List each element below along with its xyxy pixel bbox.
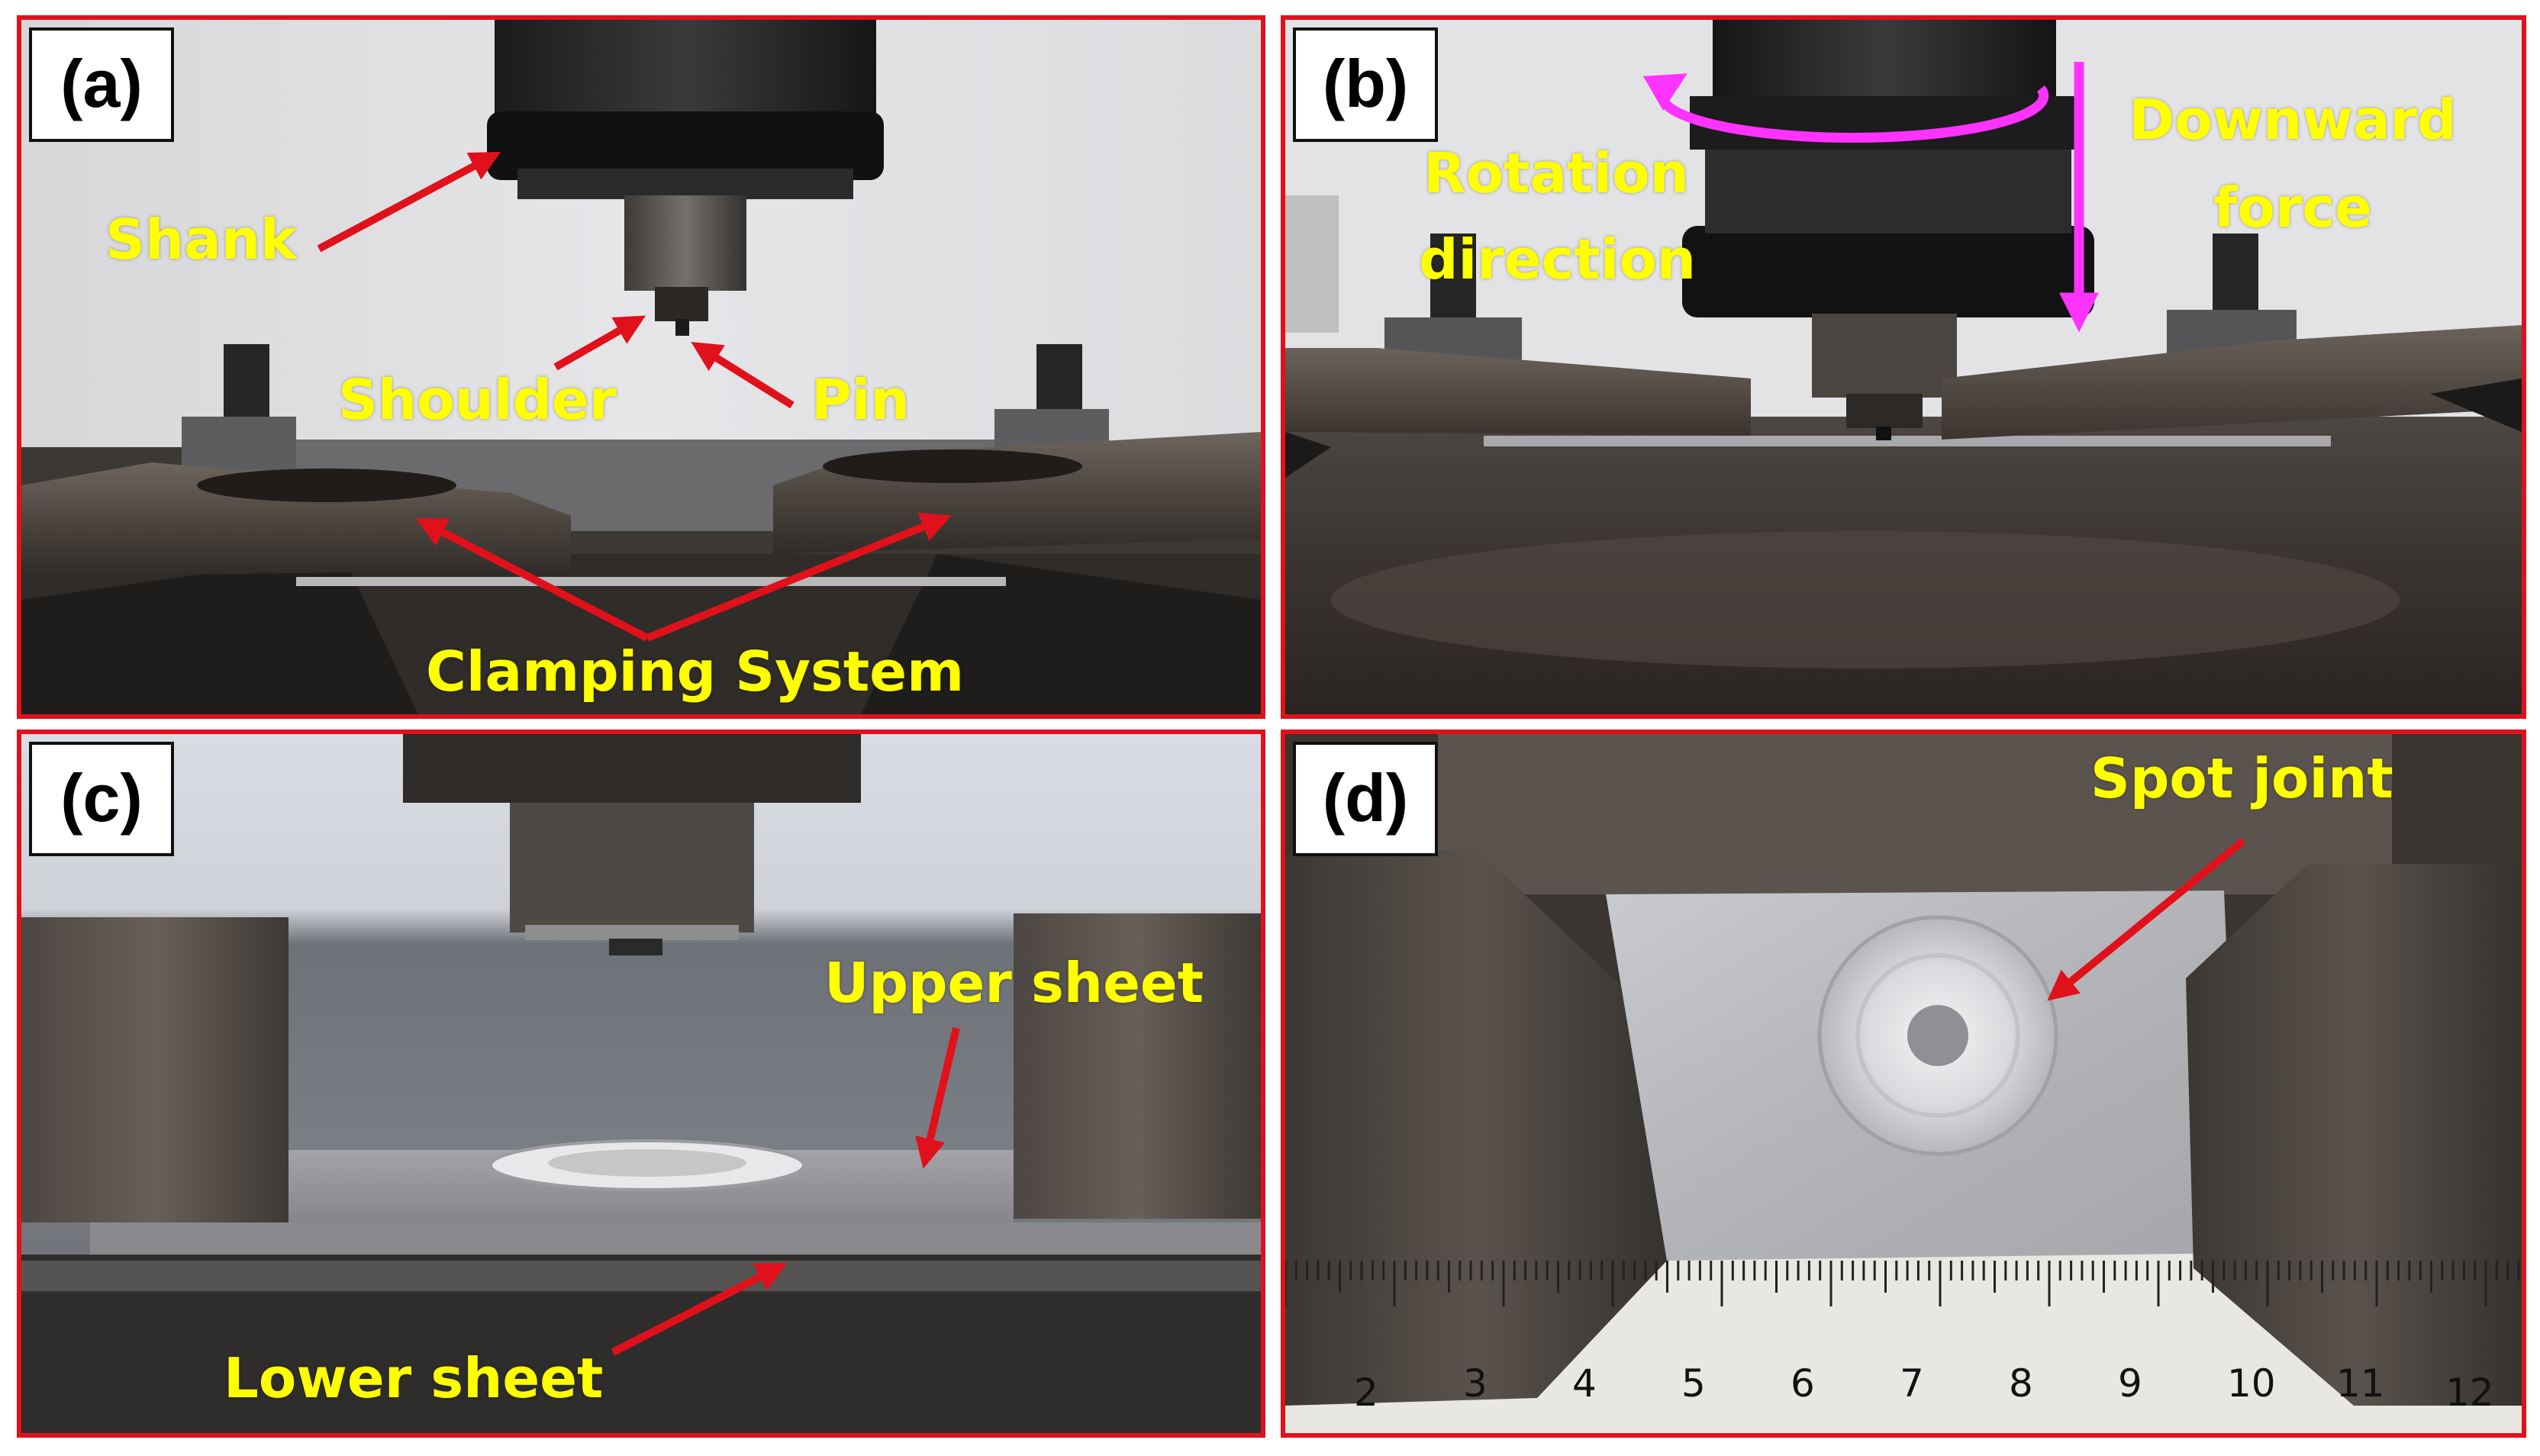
panel-b: (b) Rotation direction Downward force: [1281, 15, 2526, 719]
panel-d-tag: (d): [1293, 742, 1438, 856]
panel-c: (c) Upper sheet Lower sheet: [17, 730, 1265, 1438]
panel-c-tag: (c): [29, 742, 174, 856]
label-pin: Pin: [811, 368, 910, 432]
ruler-number: 8: [2009, 1361, 2033, 1406]
ruler-number: 12: [2445, 1371, 2494, 1415]
panel-d: (d) 2 3 4 5 6 7 8 9 10 11 12 Spot joint: [1281, 730, 2526, 1438]
ruler-number: 9: [2118, 1361, 2142, 1406]
photo-a: [21, 20, 1261, 714]
ruler-number: 7: [1900, 1361, 1924, 1406]
panel-b-tag: (b): [1293, 27, 1438, 142]
panel-a: (a) Shank Shoulder Pin Clamping System: [17, 15, 1265, 719]
label-lower-sheet: Lower sheet: [224, 1346, 604, 1410]
label-shank: Shank: [105, 208, 297, 272]
ruler-number: 11: [2336, 1361, 2385, 1406]
label-force: force: [2213, 176, 2372, 240]
label-spot-joint: Spot joint: [2090, 746, 2393, 810]
panel-a-tag: (a): [29, 27, 174, 142]
label-rotation: Rotation: [1423, 141, 1689, 205]
label-direction: direction: [1419, 227, 1697, 292]
label-shoulder: Shoulder: [338, 368, 617, 432]
ruler-number: 6: [1791, 1361, 1815, 1406]
label-upper-sheet: Upper sheet: [824, 951, 1204, 1015]
photo-c: [21, 734, 1261, 1433]
ruler-number: 3: [1463, 1361, 1488, 1406]
ruler-number: 4: [1572, 1361, 1597, 1406]
ruler-number: 5: [1681, 1361, 1706, 1406]
label-downward: Downward: [2129, 88, 2457, 152]
ruler-number: 10: [2227, 1361, 2276, 1406]
label-clamping-system: Clamping System: [426, 639, 965, 704]
ruler-number: 2: [1354, 1371, 1378, 1415]
photo-d: [1285, 734, 2522, 1433]
